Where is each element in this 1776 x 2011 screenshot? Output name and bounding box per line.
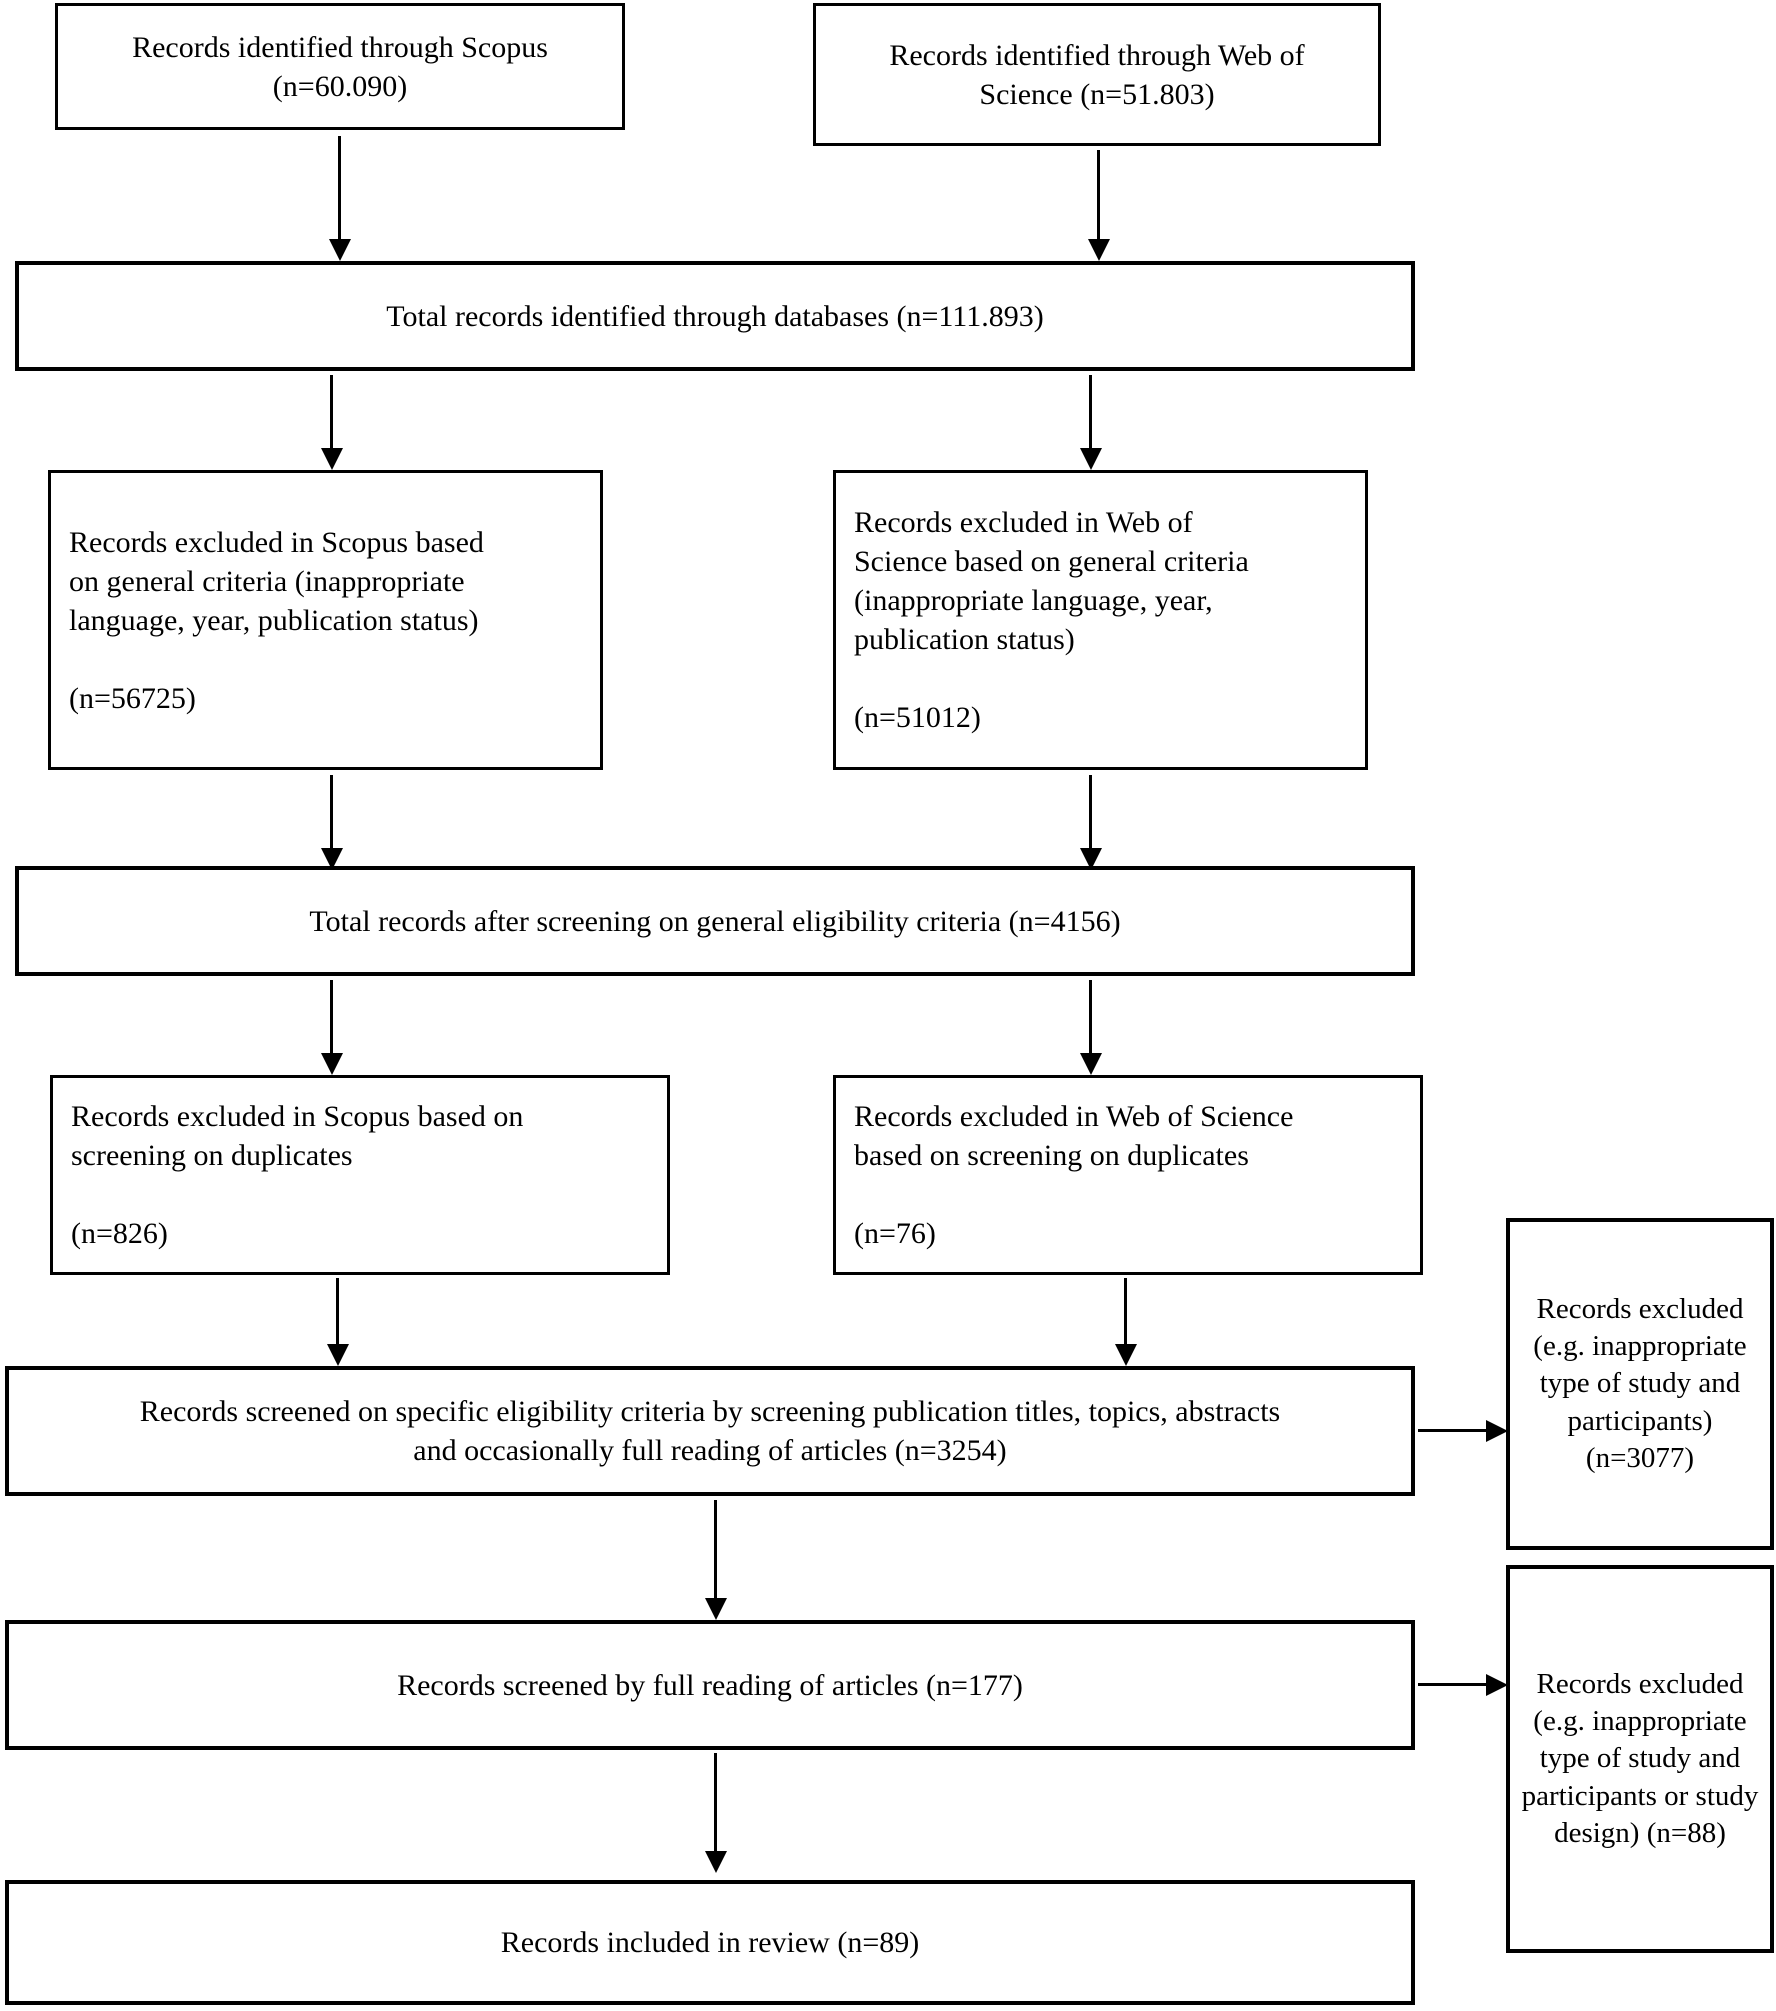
text-line: on general criteria (inappropriate	[69, 564, 465, 598]
arrow-total-to-wos-excluded	[1078, 375, 1104, 470]
box-scopus-excluded-general: Records excluded in Scopus based on gene…	[48, 470, 603, 770]
box-wos-excluded-duplicates-text: Records excluded in Web of Science based…	[836, 1097, 1420, 1253]
box-wos-excluded-general-text: Records excluded in Web of Science based…	[836, 503, 1365, 737]
text-line: and occasionally full reading of article…	[413, 1434, 1007, 1467]
text-line: screening on duplicates	[71, 1139, 353, 1172]
box-total-identified: Total records identified through databas…	[15, 261, 1415, 371]
text-line: Records excluded in Scopus based on	[71, 1100, 524, 1133]
box-scopus-identified-text: Records identified through Scopus (n=60.…	[58, 28, 622, 106]
box-total-identified-text: Total records identified through databas…	[386, 299, 1044, 333]
box-scopus-identified: Records identified through Scopus (n=60.…	[55, 3, 625, 130]
text-line: Records excluded in Web of	[854, 506, 1193, 539]
text-line: (n=51012)	[854, 701, 981, 734]
arrow-scopus-general-to-after	[319, 775, 345, 870]
arrow-wos-to-total	[1086, 150, 1112, 261]
box-screened-full-text: Records screened by full reading of arti…	[397, 1668, 1023, 1702]
box-excluded-specific: Records excluded (e.g. inappropriate typ…	[1506, 1218, 1774, 1550]
box-excluded-specific-text: Records excluded (e.g. inappropriate typ…	[1533, 1293, 1747, 1474]
text-line: (n=60.090)	[272, 69, 408, 103]
text-line: (n=56725)	[69, 681, 196, 715]
text-line: (n=76)	[854, 1217, 936, 1250]
box-screened-specific-text: Records screened on specific eligibility…	[9, 1392, 1411, 1470]
arrow-screened-specific-to-full	[703, 1500, 729, 1620]
box-wos-excluded-duplicates: Records excluded in Web of Science based…	[833, 1075, 1423, 1275]
text-line: Records excluded in Web of Science	[854, 1100, 1294, 1133]
text-line: Records excluded in Scopus based	[69, 525, 484, 559]
box-total-after-general: Total records after screening on general…	[15, 866, 1415, 976]
arrow-wos-general-to-after	[1078, 775, 1104, 870]
arrow-screened-full-to-included	[703, 1753, 729, 1873]
text-line: Science (n=51.803)	[979, 77, 1215, 111]
text-line: Records identified through Scopus	[132, 30, 548, 64]
text-line: based on screening on duplicates	[854, 1139, 1249, 1172]
text-line: Science based on general criteria	[854, 545, 1249, 578]
box-screened-full: Records screened by full reading of arti…	[5, 1620, 1415, 1750]
arrow-screened-to-excluded-specific	[1418, 1418, 1508, 1444]
text-line: language, year, publication status)	[69, 603, 479, 637]
box-screened-specific: Records screened on specific eligibility…	[5, 1366, 1415, 1496]
arrow-screened-full-to-excluded-full	[1418, 1672, 1508, 1698]
box-total-after-general-text: Total records after screening on general…	[309, 904, 1121, 938]
box-wos-identified: Records identified through Web of Scienc…	[813, 3, 1381, 146]
box-included: Records included in review (n=89)	[5, 1880, 1415, 2005]
arrow-after-to-wos-duplicates	[1078, 980, 1104, 1075]
text-line: Records identified through Web of	[889, 38, 1305, 72]
text-line: publication status)	[854, 623, 1075, 656]
box-wos-excluded-general: Records excluded in Web of Science based…	[833, 470, 1368, 770]
arrow-scopus-to-total	[327, 136, 353, 261]
arrow-wos-duplicates-to-screened	[1113, 1278, 1139, 1366]
arrow-scopus-duplicates-to-screened	[325, 1278, 351, 1366]
box-included-text: Records included in review (n=89)	[500, 1926, 920, 1959]
arrow-after-to-scopus-duplicates	[319, 980, 345, 1075]
box-excluded-full: Records excluded (e.g. inappropriate typ…	[1506, 1565, 1774, 1953]
arrow-total-to-scopus-excluded	[319, 375, 345, 470]
box-scopus-excluded-duplicates-text: Records excluded in Scopus based on scre…	[53, 1097, 667, 1253]
box-scopus-excluded-general-text: Records excluded in Scopus based on gene…	[51, 523, 600, 718]
text-line: (inappropriate language, year,	[854, 584, 1213, 617]
box-wos-identified-text: Records identified through Web of Scienc…	[816, 36, 1378, 114]
box-excluded-full-text: Records excluded (e.g. inappropriate typ…	[1521, 1668, 1759, 1849]
box-scopus-excluded-duplicates: Records excluded in Scopus based on scre…	[50, 1075, 670, 1275]
text-line: (n=826)	[71, 1217, 168, 1250]
text-line: Records screened on specific eligibility…	[139, 1395, 1281, 1428]
